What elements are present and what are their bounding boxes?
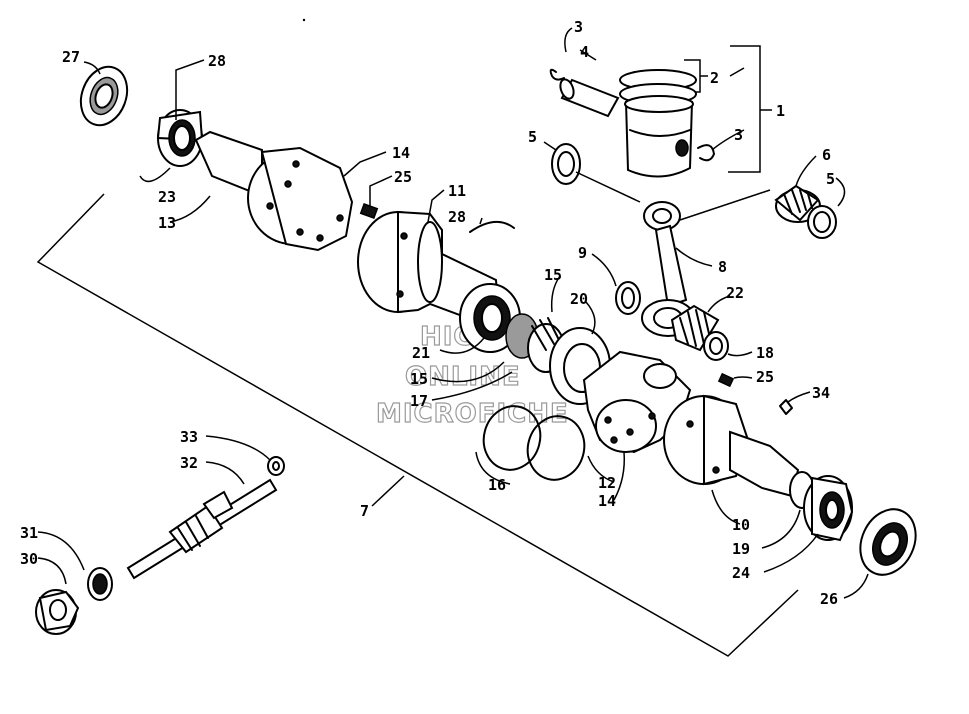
callout-8: 8	[718, 258, 727, 276]
callout-3-right: 3	[734, 126, 743, 144]
piston-1	[619, 69, 697, 178]
callout-31: 31	[20, 524, 38, 542]
callout-22: 22	[726, 284, 744, 302]
callout-34: 34	[812, 384, 830, 402]
assembly-bracket-7	[36, 193, 799, 657]
circlip-3-left	[549, 68, 565, 81]
crankshaft-left-half-13	[194, 130, 354, 252]
callout-28-mid: 28	[448, 208, 466, 226]
callout-3-top: 3	[574, 18, 583, 36]
callout-15-mid: 15	[410, 370, 428, 388]
pin-25-right	[717, 372, 735, 388]
pump-shaft-32	[126, 478, 278, 580]
callout-24: 24	[732, 564, 750, 582]
callout-28-top: 28	[208, 52, 226, 70]
watermark-line-2: ONLINE	[405, 362, 521, 392]
callout-30: 30	[20, 550, 38, 568]
callout-16: 16	[488, 476, 506, 494]
callout-11: 11	[448, 182, 466, 200]
callout-14-top: 14	[392, 144, 410, 162]
snap-ring-28	[469, 221, 515, 233]
woodruff-key-34	[779, 399, 793, 415]
callout-5-right: 5	[826, 170, 835, 188]
stray-mark	[302, 18, 306, 22]
callout-7: 7	[360, 502, 369, 520]
main-bearing-23	[156, 109, 204, 167]
callout-2: 2	[710, 69, 719, 87]
pin-guide-line	[575, 171, 771, 221]
callout-10: 10	[732, 516, 750, 534]
callout-9: 9	[578, 244, 587, 262]
crankshaft-right-half-10	[663, 394, 800, 498]
washer-5-right	[807, 205, 837, 239]
crank-shaft-11	[357, 210, 502, 332]
pin-25-left	[359, 202, 379, 220]
washer-33-top	[267, 456, 285, 476]
callout-5-top: 5	[528, 128, 537, 146]
callout-labels: 3 4 2 1 3 5 27 28 14 25 11 28 23 13 6 5 …	[20, 18, 838, 608]
callout-4: 4	[580, 43, 589, 61]
callout-23: 23	[158, 188, 176, 206]
callout-26: 26	[820, 590, 838, 608]
oil-seal-26	[859, 508, 917, 576]
crankshaft-flywheel-12	[582, 350, 692, 454]
snap-rings-16	[482, 405, 586, 481]
circlip-3-right	[697, 144, 715, 162]
callout-13: 13	[158, 214, 176, 232]
callout-15-top: 15	[544, 266, 562, 284]
callout-25-top: 25	[394, 168, 412, 186]
washer-18	[703, 331, 729, 361]
callout-25-right: 25	[756, 368, 774, 386]
piston-pin-4	[559, 78, 620, 118]
bearing-group-21	[459, 283, 565, 373]
callout-14-bottom: 14	[598, 492, 616, 510]
main-bearing-24	[789, 471, 854, 542]
callout-1: 1	[776, 102, 785, 120]
callout-33-top: 33	[180, 428, 198, 446]
callout-20: 20	[570, 290, 588, 308]
callout-6: 6	[822, 146, 831, 164]
gear-30	[35, 589, 80, 635]
callout-18: 18	[756, 344, 774, 362]
leader-lines	[37, 27, 869, 599]
watermark-line-3: MICROFICHE	[376, 399, 569, 429]
callout-12: 12	[598, 474, 616, 492]
connecting-rod-8	[641, 201, 695, 337]
washer-9	[615, 281, 641, 315]
callout-19: 19	[732, 540, 750, 558]
callout-21: 21	[412, 344, 430, 362]
callout-27: 27	[62, 48, 80, 66]
piston-assembly-bracket	[728, 45, 772, 173]
oil-seal-27	[79, 65, 129, 127]
callout-32: 32	[180, 454, 198, 472]
washer-5-top	[551, 143, 581, 185]
callout-17: 17	[410, 392, 428, 410]
bearing-31	[87, 567, 113, 601]
